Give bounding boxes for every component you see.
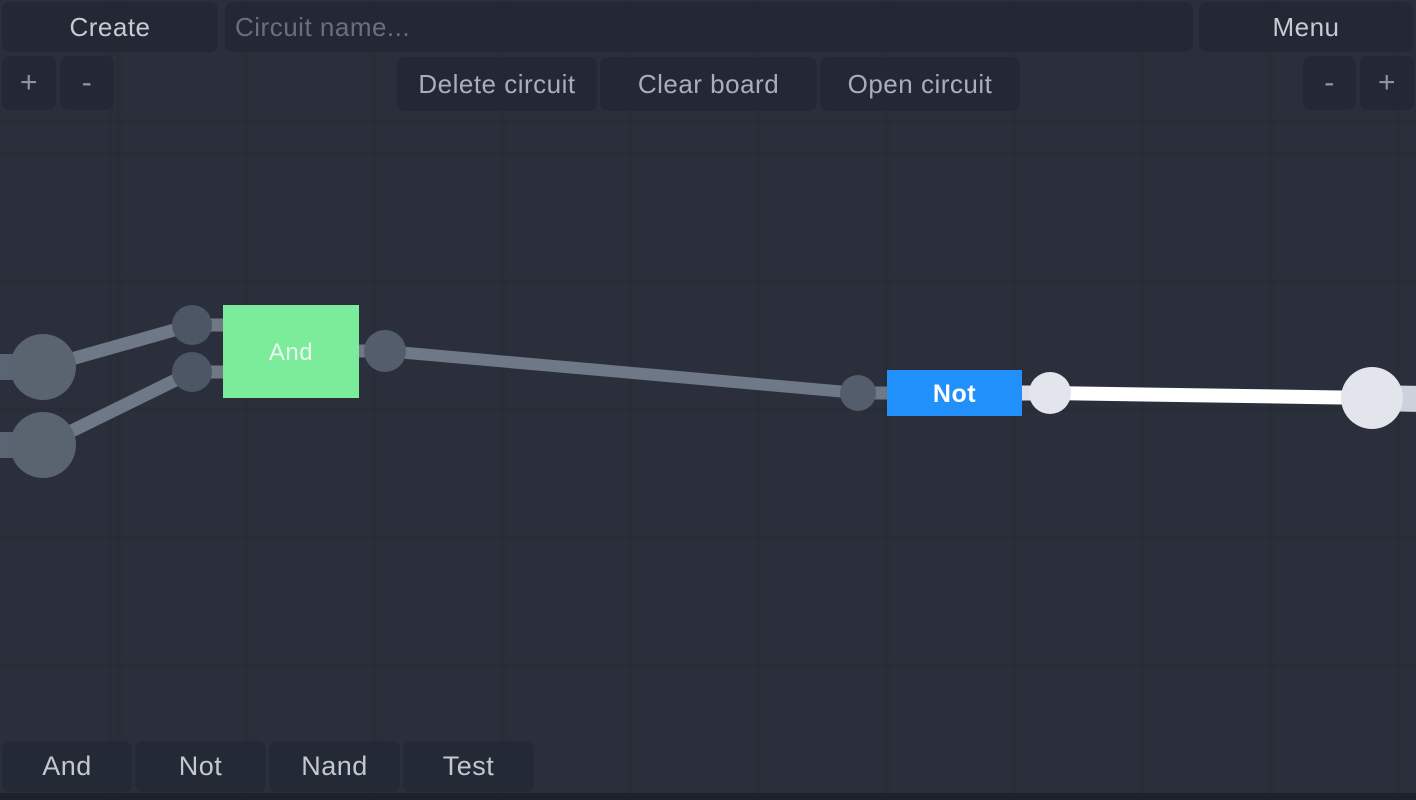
wire-and-to-not[interactable] (384, 345, 859, 399)
node-and-in2[interactable] (172, 352, 212, 392)
node-and-out[interactable] (364, 330, 406, 372)
bottom-edge-strip (0, 793, 1416, 800)
gate-not[interactable] (887, 370, 1022, 416)
gate-not-label: Not (933, 380, 976, 408)
node-input-a[interactable] (10, 334, 76, 400)
node-not-out[interactable] (1029, 372, 1071, 414)
clear-board-button[interactable]: Clear board (600, 57, 817, 111)
circuit-name-input[interactable] (225, 2, 1193, 52)
node-output[interactable] (1341, 367, 1403, 429)
palette-item-nand[interactable]: Nand (269, 741, 400, 792)
palette-item-test[interactable]: Test (403, 741, 534, 792)
gate-and[interactable] (223, 305, 359, 398)
node-input-b[interactable] (10, 412, 76, 478)
wire-not-to-output[interactable] (1049, 386, 1373, 405)
gate-and-label: And (269, 339, 313, 366)
palette-item-not[interactable]: Not (135, 741, 266, 792)
zoom-in-button-right[interactable]: + (1360, 56, 1414, 110)
delete-circuit-button[interactable]: Delete circuit (397, 57, 597, 111)
open-circuit-button[interactable]: Open circuit (820, 57, 1020, 111)
node-and-in1[interactable] (172, 305, 212, 345)
zoom-out-button-right[interactable]: - (1303, 56, 1356, 110)
palette-item-and[interactable]: And (2, 741, 132, 792)
zoom-out-button-left[interactable]: - (60, 56, 114, 110)
zoom-in-button-left[interactable]: + (2, 56, 56, 110)
node-not-in[interactable] (840, 375, 876, 411)
menu-button[interactable]: Menu (1199, 2, 1413, 52)
create-button[interactable]: Create (2, 2, 218, 52)
